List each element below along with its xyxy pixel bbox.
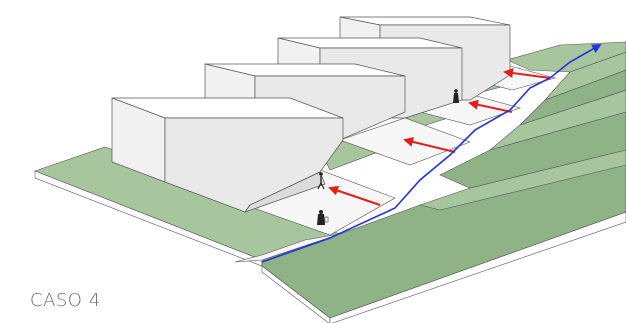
person-figure bbox=[317, 172, 325, 190]
blue-path-arrow bbox=[261, 44, 602, 263]
walkway bbox=[234, 233, 341, 263]
buildings bbox=[111, 16, 511, 213]
terrain-side-wall bbox=[261, 265, 331, 323]
person-figures bbox=[317, 89, 459, 225]
red-access-arrow bbox=[328, 185, 381, 206]
red-access-arrow bbox=[503, 68, 551, 79]
person-figure bbox=[453, 89, 459, 103]
terrace-step-4 bbox=[519, 69, 626, 126]
person-figure bbox=[317, 210, 329, 225]
terrace-step-1 bbox=[418, 149, 626, 211]
terrace-step-2 bbox=[439, 111, 626, 189]
terrain-right-wall bbox=[329, 211, 626, 323]
terrain bbox=[34, 41, 626, 323]
red-access-arrow bbox=[468, 99, 513, 113]
terrace-step-3 bbox=[489, 89, 626, 151]
caption: CASO 4 bbox=[30, 290, 101, 311]
access-arrows bbox=[328, 68, 551, 206]
terrace-step-5 bbox=[544, 51, 626, 101]
building-1 bbox=[111, 97, 344, 213]
red-access-arrow bbox=[403, 137, 456, 153]
